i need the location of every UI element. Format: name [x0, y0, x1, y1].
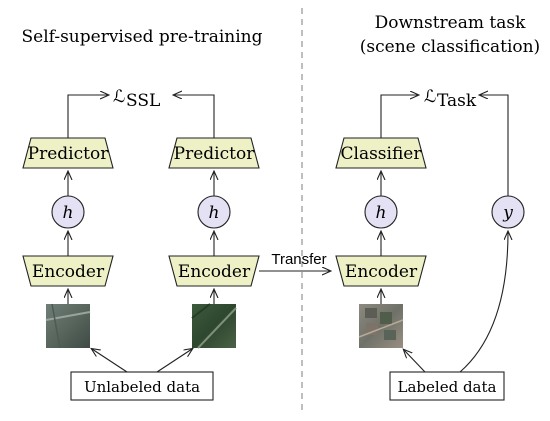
labeled-data-box: [389, 371, 505, 401]
ssl-loss-label: ℒ SSL: [113, 87, 160, 111]
predictor-block-1: [22, 137, 114, 169]
encoder-label-3: Encoder: [345, 262, 418, 282]
ssl-loss-symbol: ℒ: [113, 87, 125, 107]
left-section-title: Self-supervised pre-training: [22, 27, 263, 47]
predictor-label-2: Predictor: [174, 144, 256, 164]
satellite-image-3: [358, 304, 404, 348]
labeled-to-y-arrow: [459, 232, 508, 373]
task-loss-label: ℒ Task: [424, 87, 477, 111]
task-loss-subscript: Task: [437, 91, 477, 111]
unlabeled-to-image-arrow-1: [92, 349, 128, 373]
task-loss-arrow-left: [380, 95, 418, 138]
representation-circle-1: [51, 195, 85, 229]
encoder-block-3: [335, 255, 427, 287]
label-circle: [491, 195, 525, 229]
representation-h-2: h: [209, 203, 220, 223]
transfer-label: Transfer: [271, 251, 326, 268]
representation-h-1: h: [63, 203, 74, 223]
representation-circle-3: [364, 195, 398, 229]
task-loss-arrow-right: [480, 95, 509, 196]
encoder-block-2: [168, 255, 260, 287]
ssl-loss-arrow-left: [67, 95, 108, 138]
predictor-label-1: Predictor: [28, 144, 110, 164]
classifier-block: [335, 137, 427, 169]
ssl-loss-subscript: SSL: [126, 91, 160, 111]
satellite-image-1: [45, 303, 91, 349]
right-section-title-line1: Downstream task: [375, 13, 526, 33]
classifier-label: Classifier: [341, 144, 423, 164]
encoder-block-1: [22, 255, 114, 287]
unlabeled-data-label: Unlabeled data: [84, 378, 200, 396]
representation-circle-2: [197, 195, 231, 229]
unlabeled-to-image-arrow-2: [156, 349, 192, 373]
encoder-label-2: Encoder: [178, 262, 251, 282]
task-loss-symbol: ℒ: [424, 87, 436, 107]
labeled-to-image-arrow: [404, 350, 426, 373]
labeled-data-label: Labeled data: [398, 378, 497, 396]
label-y: y: [502, 203, 513, 223]
representation-h-3: h: [376, 203, 387, 223]
predictor-block-2: [168, 137, 260, 169]
ssl-loss-arrow-right: [174, 95, 215, 138]
satellite-image-2: [191, 303, 237, 349]
encoder-label-1: Encoder: [32, 262, 105, 282]
right-section-title-line2: (scene classification): [360, 37, 540, 57]
unlabeled-data-box: [70, 371, 214, 401]
